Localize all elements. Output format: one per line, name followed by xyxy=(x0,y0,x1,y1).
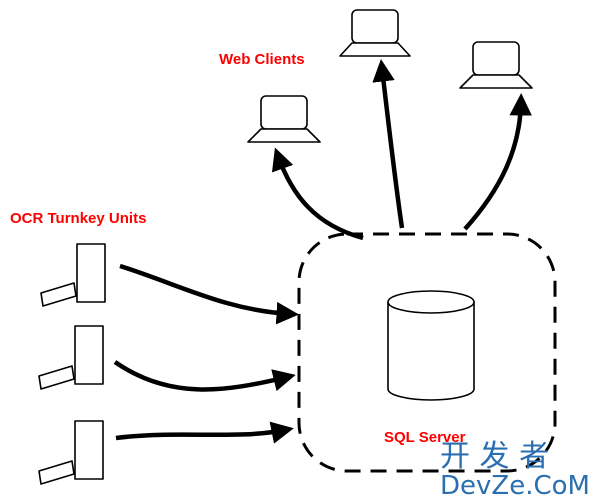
watermark-latin: DevZe.CoM xyxy=(440,471,590,500)
arrow-to-center-client xyxy=(372,59,405,229)
arrow-to-right-client xyxy=(463,93,532,231)
database-icon xyxy=(387,290,475,401)
watermark-chinese: 开 发 者 xyxy=(440,439,549,474)
web-clients-label: Web Clients xyxy=(219,51,305,68)
laptop-icon xyxy=(459,41,533,89)
sql-server-label: SQL Server xyxy=(384,429,466,446)
laptop-icon xyxy=(339,9,411,57)
arrow-from-scanner-1 xyxy=(119,263,299,325)
arrow-from-scanner-2 xyxy=(113,360,296,392)
arrow-from-scanner-3 xyxy=(115,421,294,444)
sql-server-boundary xyxy=(297,232,557,473)
scanner-icon xyxy=(38,325,104,390)
arrow-to-left-client xyxy=(271,147,364,241)
scanner-icon xyxy=(38,420,104,485)
scanner-icon xyxy=(40,243,106,307)
ocr-units-label: OCR Turnkey Units xyxy=(10,210,146,227)
laptop-icon xyxy=(247,95,321,143)
